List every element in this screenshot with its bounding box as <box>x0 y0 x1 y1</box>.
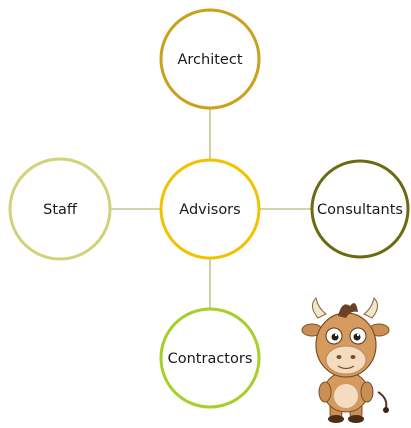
node-architect-circle <box>159 8 261 110</box>
node-consultants-label: Consultants <box>317 202 403 218</box>
node-advisors[interactable]: Advisors <box>159 158 261 260</box>
node-staff[interactable]: Staff <box>8 157 112 261</box>
node-consultants[interactable]: Consultants <box>310 159 410 259</box>
node-contractors-circle <box>159 307 261 409</box>
node-consultants-circle <box>310 159 410 259</box>
node-staff-label: Staff <box>43 202 78 218</box>
connectors <box>111 108 312 309</box>
node-advisors-circle <box>159 158 261 260</box>
cartoon-cow-icon <box>301 296 390 423</box>
node-architect[interactable]: Architect <box>159 8 261 110</box>
node-advisors-label: Advisors <box>179 202 240 218</box>
node-contractors[interactable]: Contractors <box>159 307 261 409</box>
node-staff-circle <box>8 157 112 261</box>
node-architect-label: Architect <box>177 52 242 68</box>
node-contractors-label: Contractors <box>168 351 253 367</box>
